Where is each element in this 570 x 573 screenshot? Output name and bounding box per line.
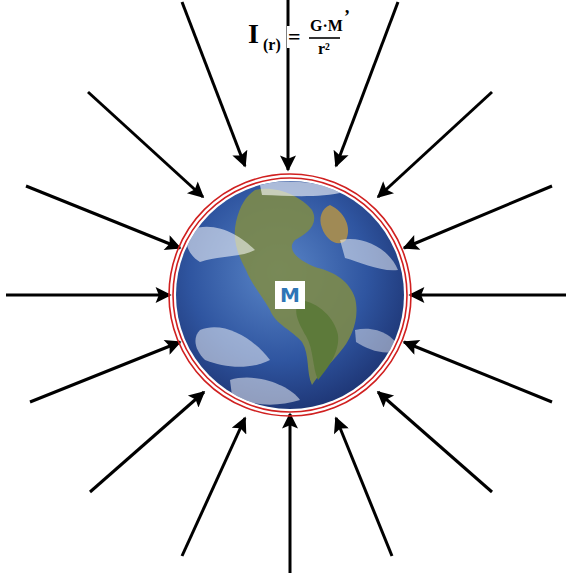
formula-denominator: r²	[317, 41, 331, 57]
earth-globe	[169, 174, 411, 416]
formula-subscript: (r)	[262, 37, 282, 53]
formula-symbol: I	[247, 20, 260, 48]
earth-body: M	[176, 181, 404, 409]
fraction-bar	[309, 37, 340, 39]
mass-label: M	[275, 281, 305, 309]
field-arrows	[6, 0, 566, 573]
formula-numerator: G·M	[309, 18, 344, 34]
formula-equals: =	[287, 26, 302, 48]
prime-mark: ’	[343, 8, 351, 26]
